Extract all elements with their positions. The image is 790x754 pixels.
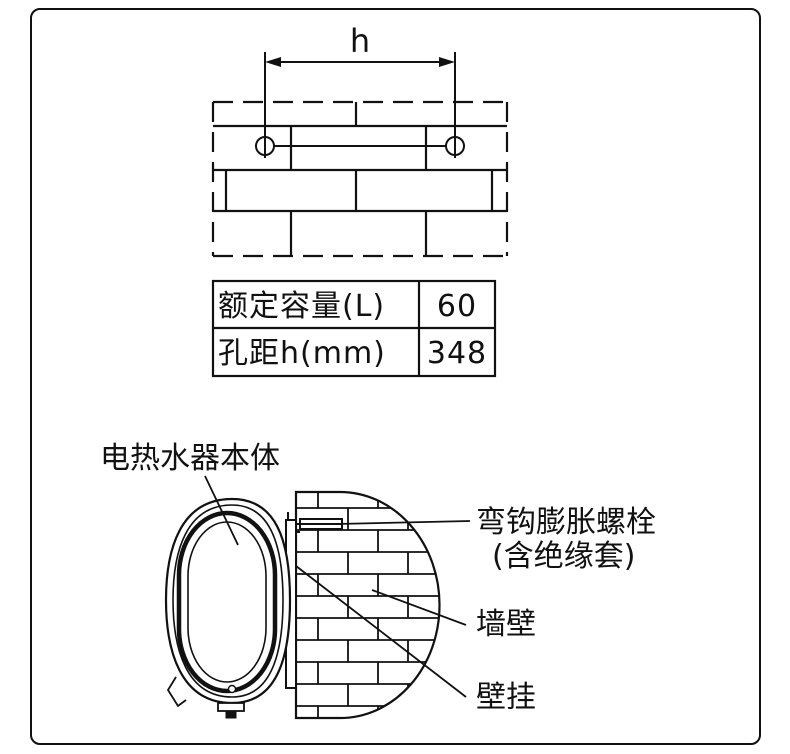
pipe-outlet <box>225 710 237 719</box>
dashed-boundary <box>211 100 509 258</box>
indicator-light-icon <box>227 684 237 694</box>
label-expansion-bolt: 弯钩膨胀螺栓 <box>476 505 656 540</box>
leader-wall-mount <box>295 565 467 698</box>
arrowhead-left <box>265 57 281 67</box>
label-heater-body: 电热水器本体 <box>100 441 280 476</box>
wall-brick-pattern <box>211 100 509 258</box>
spec-hole-distance-value: 348 <box>427 336 487 371</box>
label-wall: 墙壁 <box>476 607 536 642</box>
bottom-pipe-connector <box>217 702 245 712</box>
spec-table: 额定容量(L) 60 孔距h(mm) 348 <box>211 279 497 378</box>
leader-heater-body <box>204 475 239 546</box>
spec-hole-distance-label: 孔距h(mm) <box>218 336 386 371</box>
side-valve-icon <box>166 676 187 708</box>
heater-body <box>164 497 292 719</box>
heater-shell-rim <box>172 504 284 698</box>
heater-front-panel <box>176 510 278 694</box>
spec-capacity-label: 额定容量(L) <box>218 289 385 324</box>
mounting-holes <box>255 134 465 158</box>
spec-capacity-value: 60 <box>437 289 477 324</box>
arrowhead-right <box>439 57 455 67</box>
leader-lines <box>204 475 471 698</box>
label-insulation-sleeve: (含绝缘套) <box>492 539 635 574</box>
leader-bolt <box>335 520 471 525</box>
leader-wall <box>371 589 467 626</box>
dimension-label: h <box>350 22 370 60</box>
label-wall-mount: 壁挂 <box>476 680 536 715</box>
dimension-h <box>264 52 456 146</box>
